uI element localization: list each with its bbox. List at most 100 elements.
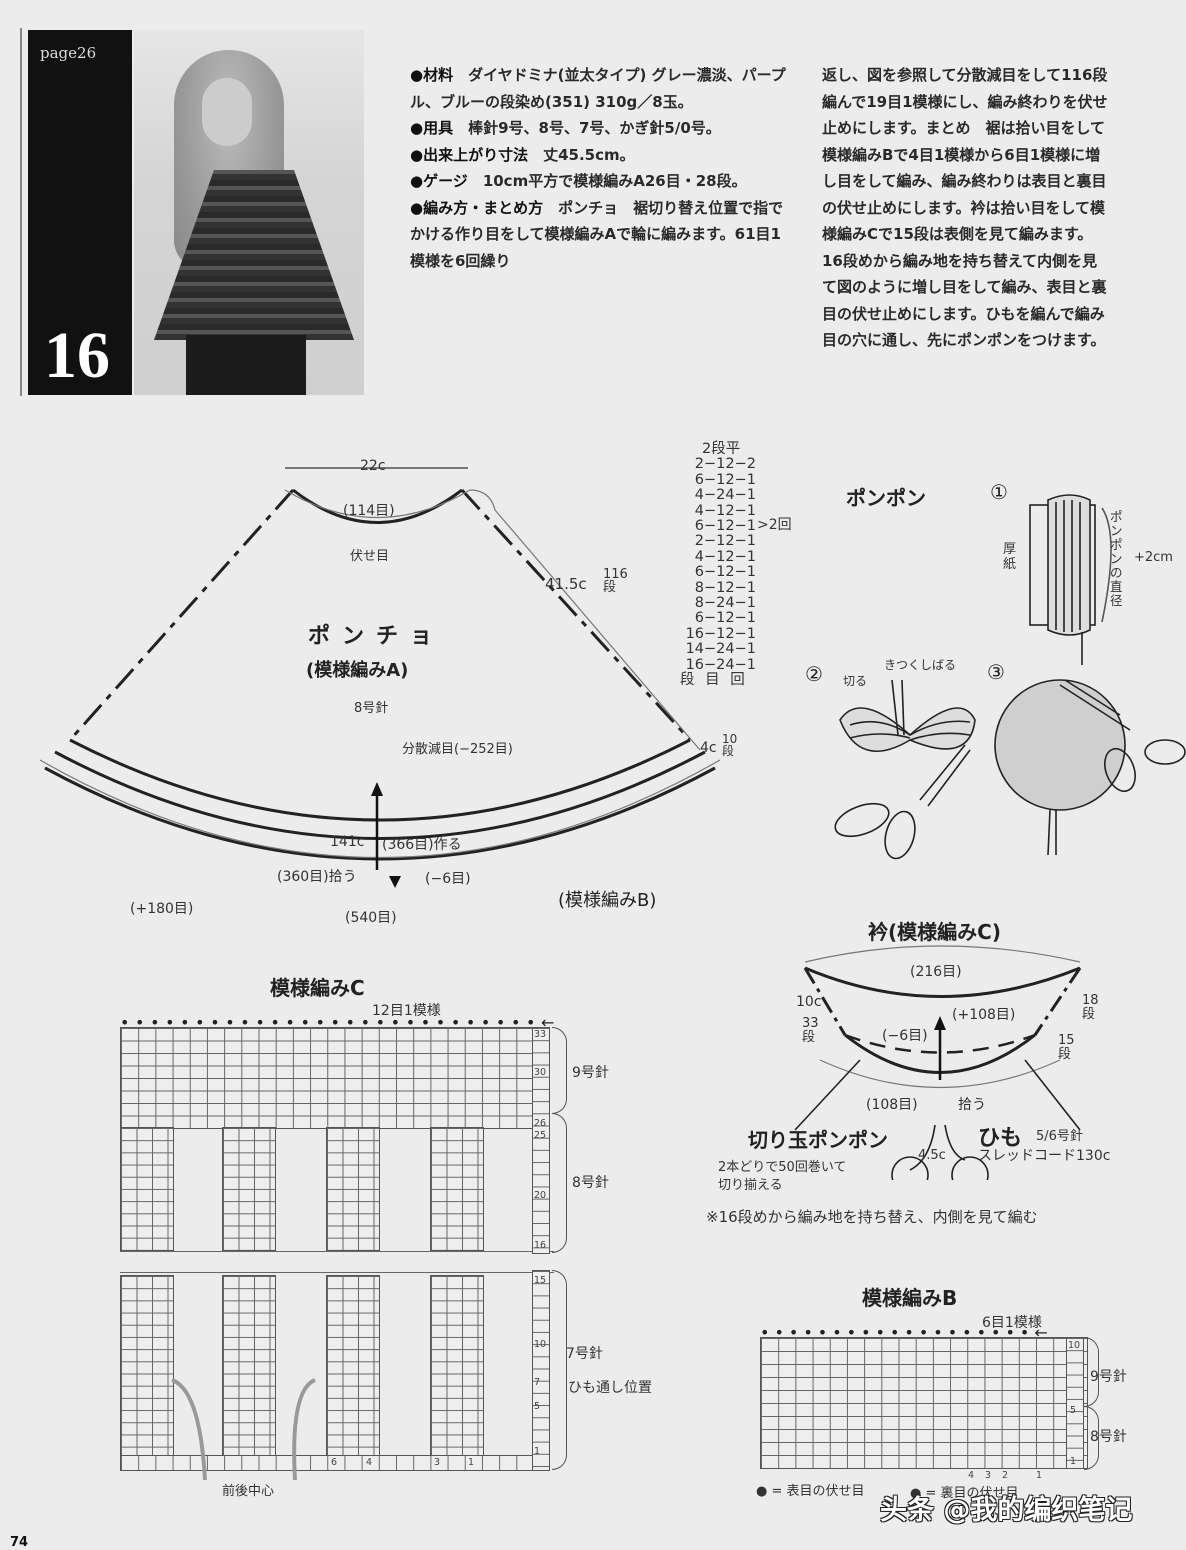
row-number: 20 (534, 1190, 547, 1201)
cardboard-label: 厚紙 (1003, 542, 1017, 572)
text-line: し目をして編み、編み終わりは表目と裏目 (822, 172, 1107, 190)
page-reference: page26 (40, 44, 97, 62)
instructions-column-1: ●材料 ダイヤドミナ(並太タイプ) グレー濃淡、パープル、ブルーの段染め(351… (410, 62, 788, 274)
step-2: ② (805, 662, 823, 686)
poncho-title: ポンチョ (308, 624, 445, 649)
top-stitches: (114目) (343, 503, 395, 519)
row-number: 5 (1070, 1405, 1077, 1416)
bind-off-label: 伏せ目 (350, 549, 390, 564)
text-line: 16段めから編み地を持ち替えて内側を見 (822, 251, 1098, 270)
table-row: 2−12−2 (694, 456, 756, 473)
table-row: 8−24−1 (694, 595, 756, 612)
plus-2cm: +2cm (1134, 550, 1173, 565)
row-number: 30 (534, 1067, 547, 1078)
center-label: 前後中心 (222, 1484, 275, 1499)
pompom-note-2: 切り揃える (718, 1178, 783, 1193)
bracket (552, 1027, 567, 1114)
photo-frame (20, 28, 366, 396)
text-line: 編んで19目1模様にし、編み終わりを伏せ (822, 92, 1108, 111)
collar-increase: (+108目) (952, 1007, 1016, 1023)
text-line: 目の伏せ止めにします。ひもを編んで編み (822, 304, 1105, 323)
decrease-table: 2段平 2−12−2 6−12−1 4−24−1 4−12−1 6−12−1 2… (676, 441, 756, 689)
bindoff-row: ••••••••••••••••••••••••••••← (120, 1013, 561, 1032)
table-row: 4−24−1 (694, 487, 756, 504)
bindoff-row-b: •••••••••••••••••••← (760, 1323, 1053, 1342)
stitch-number: 4 (968, 1470, 975, 1481)
pattern-number: 16 (44, 319, 110, 392)
collar-rows-right-bottom: 15段 (1058, 1033, 1075, 1062)
minus-stitches: (−6目) (425, 871, 471, 887)
chart-b-row-numbers (1066, 1337, 1084, 1469)
chart-c-row-numbers-bottom (532, 1270, 550, 1471)
photo-face (202, 78, 252, 146)
stitch-number: 6 (331, 1457, 338, 1468)
stitch-number: 1 (468, 1457, 475, 1468)
table-row: 6−12−1 (694, 471, 756, 488)
text-line: 止めにします。まとめ 裾は拾い目をして (822, 119, 1106, 137)
chart-b-repeat: 6目1模様 (982, 1315, 1042, 1331)
gauge: ●ゲージ 10cm平方で模様編みA26目・28段。 (410, 172, 747, 190)
collar-decrease: (−6目) (882, 1028, 928, 1044)
hem-width: 141c (330, 834, 365, 850)
row-number: 15 (534, 1275, 547, 1286)
table-row: 6−12−1 (694, 518, 756, 535)
collar-title: 衿(模様編みC) (868, 920, 1001, 944)
watermark: 头条 @我的编织笔记 (880, 1495, 1133, 1526)
text-line: 模様編みBで4目1模様から6目1模様に増 (822, 145, 1101, 164)
table-header: 2段平 (702, 441, 741, 457)
page-number: 74 (10, 1535, 29, 1550)
row-number: 25 (534, 1130, 547, 1141)
decrease-note: 分散減目(−252目) (402, 742, 513, 757)
stitch-number: 2 (1002, 1470, 1009, 1481)
collar-top: (216目) (910, 964, 962, 980)
needle-9-label: 9号針 (572, 1065, 609, 1081)
instructions-column-2: 返し、図を参照して分散減目をして116段 編んで19目1模様にし、編み終わりを伏… (822, 62, 1186, 354)
bracket (552, 1270, 567, 1470)
needle-8-label: 8号針 (572, 1175, 609, 1191)
pompom-note-1: 2本どりで50回巻いて (718, 1160, 847, 1175)
chart-c-column (326, 1275, 380, 1457)
row-number: 10 (534, 1339, 547, 1350)
bottom-stitches: (540目) (345, 910, 397, 926)
chart-c-column (430, 1127, 484, 1251)
center-guide-curves (171, 1378, 316, 1481)
model-photo (134, 30, 364, 395)
row-number: 7 (534, 1377, 541, 1388)
collar-rows-left: 33段 (802, 1016, 819, 1045)
cord-position-label: ひも通し位置 (568, 1380, 652, 1396)
cut-label: 切る (843, 674, 868, 688)
collar-height: 10c (796, 994, 822, 1010)
table-row: 6−12−1 (694, 610, 756, 627)
collar-schematic (803, 945, 1082, 1089)
table-row: 4−12−1 (694, 502, 756, 519)
method: ●編み方・まとめ方 ポンチョ 裾切り替え位置で指でかける作り目をして模様編みAで… (410, 198, 784, 270)
chart-c-repeat: 12目1模様 (372, 1003, 441, 1019)
table-footer: 段 目 回 (680, 672, 745, 689)
text-line: 様編みCで15段は表側を見て編みます。 (822, 225, 1093, 243)
table-row: 4−12−1 (694, 548, 756, 565)
border-pattern-label: (模様編みB) (558, 890, 657, 911)
cast-on: (366目)作る (382, 837, 462, 853)
cord-description: スレッドコード130c (978, 1148, 1111, 1164)
border-rows: 10段 (722, 732, 738, 758)
text-line: て図のように増し目をして編み、表目と裏 (822, 278, 1107, 296)
text-line: の伏せ止めにします。衿は拾い目をして模 (822, 198, 1106, 217)
stitch-number: 3 (985, 1470, 992, 1481)
border-height: 4c (700, 740, 717, 756)
row-number: 1 (1070, 1456, 1077, 1467)
poncho-schematic (39, 467, 721, 888)
chart-c-column (326, 1127, 380, 1251)
collar-rows-right-top: 18段 (1082, 993, 1099, 1022)
cord-and-pompoms (794, 1059, 1081, 1180)
chart-c-column (430, 1275, 484, 1457)
plus-stitches: (+180目) (130, 901, 194, 917)
table-row: 16−12−1 (685, 625, 756, 642)
photo-skirt (186, 335, 306, 395)
pompom-label: 切り玉ポンポン (748, 1128, 888, 1152)
table-row: 8−12−1 (694, 579, 756, 596)
cord-needle: 5/6号針 (1036, 1129, 1083, 1144)
pattern-number-strip (28, 30, 132, 395)
legend-purl-bindoff: ● = 裏目の伏せ目 (910, 1486, 1019, 1501)
stitch-number: 1 (1036, 1470, 1043, 1481)
step-1: ① (990, 480, 1008, 504)
